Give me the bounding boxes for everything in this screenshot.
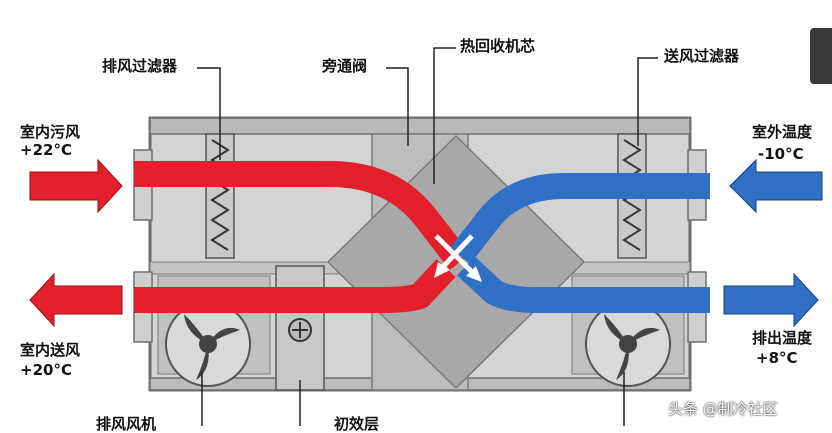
discharge-temp-label: 排出温度 [752,329,813,347]
heat-recovery-core-label: 热回收机芯 [460,37,536,55]
indoor-supply-temp: +20°C [20,361,72,379]
unit-top-band [149,117,691,135]
leader-lines [197,47,658,426]
bottom-mid-partial-label: 初效层 [334,415,380,433]
bypass-valve-label: 旁通阀 [322,57,368,75]
indoor-exhaust-temp: +22°C [20,141,72,159]
supply-filter-label: 送风过滤器 [664,47,740,65]
warm-exhaust-flow [134,161,471,270]
warm-supply-flow [134,259,456,313]
bottom-left-partial-label: 排风风机 [96,415,157,433]
exhaust-filter-label: 排风过滤器 [102,57,178,75]
outdoor-temp-label: 室外温度 [752,123,813,141]
cold-outdoor-flow [449,173,710,264]
indoor-exhaust-label: 室内污风 [20,123,81,141]
indoor-supply-label: 室内送风 [20,341,81,359]
bypass-valve-icon [275,265,325,391]
edge-strip [810,28,832,84]
watermark: 头条 @制冷社区 [668,400,778,418]
cold-discharge-flow [457,256,710,313]
red-arrow-icon [29,272,123,328]
blue-arrow-icon [723,272,819,328]
blue-arrow-icon [729,158,823,214]
discharge-temp-value: +8°C [756,349,798,367]
outdoor-temp-value: -10°C [758,145,804,163]
red-arrow-icon [29,158,123,214]
